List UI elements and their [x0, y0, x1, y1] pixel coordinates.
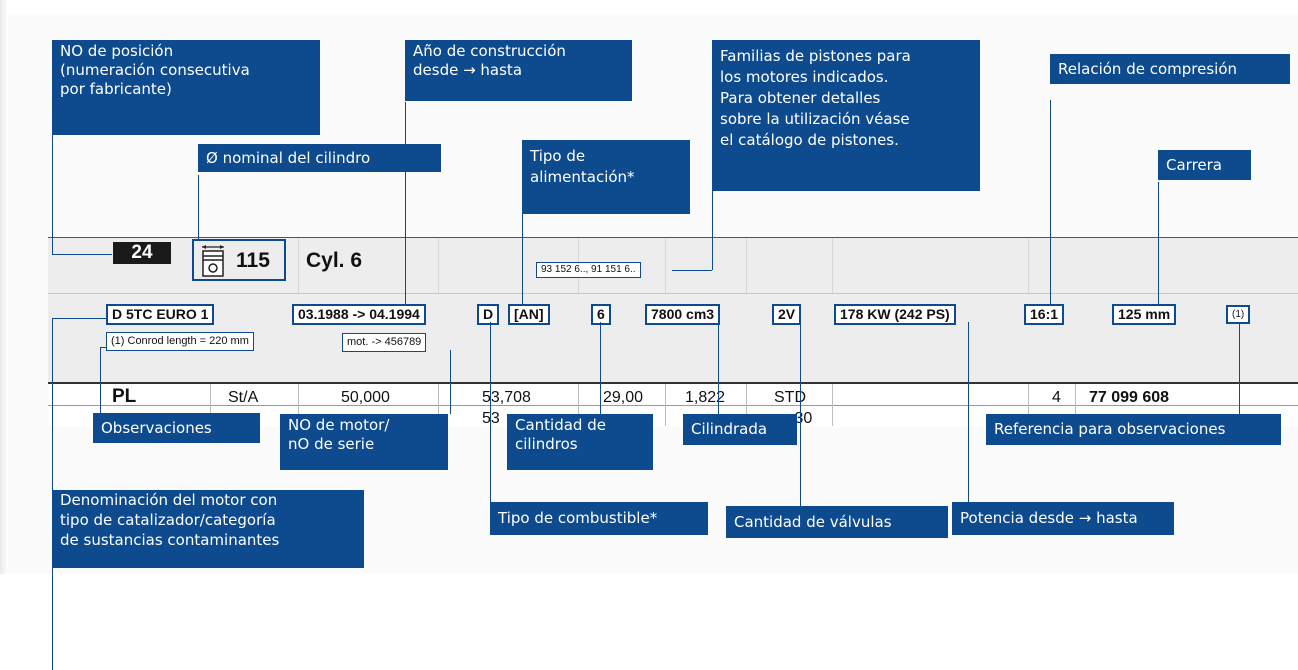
leader-line	[52, 254, 112, 255]
leader-line	[450, 350, 451, 414]
obs-ref-field: (1)	[1226, 305, 1251, 324]
leader-line	[1050, 100, 1051, 305]
compression-field: 16:1	[1024, 304, 1065, 325]
row-col2: 53,708	[482, 389, 531, 406]
band-col-sep	[665, 238, 666, 293]
leader-line	[968, 322, 969, 505]
leader-line	[198, 175, 199, 239]
label-line: Cantidad de	[515, 416, 606, 434]
col-sep	[746, 384, 747, 426]
row-col1: 50,000	[341, 389, 390, 406]
label-construction-year: Año de construcción desde → hasta	[405, 40, 632, 101]
leader-line	[100, 347, 101, 413]
band-divider	[48, 293, 1298, 294]
band-col-sep	[832, 238, 833, 293]
label-line: (numeración consecutiva	[60, 61, 250, 79]
label-line: tipo de catalizador/categoría	[60, 511, 276, 529]
label-line: el catálogo de pistones.	[720, 131, 899, 149]
data-row-mid-rule	[48, 405, 1298, 406]
label-line: Denominación del motor con	[60, 491, 278, 509]
band-col-sep	[438, 238, 439, 293]
band-col-sep	[746, 238, 747, 293]
leader-line	[52, 134, 53, 254]
label-line: los motores indicados.	[720, 68, 889, 86]
cylinder-icon	[202, 245, 224, 277]
row-col4: 1,822	[685, 389, 726, 406]
power-field: 178 KW (242 PS)	[834, 304, 956, 325]
leader-line	[712, 186, 713, 270]
label-line: NO de posición	[60, 42, 174, 60]
label-line: cilindros	[515, 435, 578, 453]
col-sep	[1028, 384, 1029, 426]
leader-line	[718, 322, 719, 414]
bore-value: 115	[236, 249, 270, 272]
leader-line	[100, 347, 107, 348]
label-power: Potencia desde → hasta	[952, 502, 1174, 535]
label-line: alimentación*	[530, 168, 635, 186]
label-line: por fabricante)	[60, 80, 172, 98]
col-sep	[578, 384, 579, 426]
col-sep	[210, 384, 211, 426]
engine-designation-field: D 5TC EURO 1	[106, 304, 215, 325]
leader-line	[1158, 182, 1159, 305]
label-engine-number: NO de motor/ nO de serie	[280, 414, 448, 470]
feed-field: [AN]	[508, 304, 550, 325]
bore-field: 115	[192, 239, 286, 281]
label-line: de sustancias contaminantes	[60, 531, 280, 549]
leader-line	[490, 322, 491, 505]
leader-line	[672, 270, 712, 271]
label-valve-count: Cantidad de válvulas	[726, 506, 948, 538]
label-nominal-diameter: Ø nominal del cilindro	[198, 144, 441, 172]
valves-field: 2V	[772, 304, 802, 325]
displacement-field: 7800 cm3	[645, 304, 721, 325]
row-material: St/A	[228, 389, 259, 406]
col-sep	[438, 384, 439, 426]
row-reference: 77 099 608	[1089, 389, 1170, 406]
label-line: NO de motor/	[288, 416, 390, 434]
leader-line	[1239, 322, 1240, 414]
leader-line	[522, 212, 523, 305]
row-code: PL	[112, 386, 137, 407]
leader-line	[405, 102, 406, 305]
years-field: 03.1988 -> 04.1994	[292, 304, 426, 325]
label-feed-type: Tipo de alimentación*	[522, 140, 690, 214]
label-displacement: Cilindrada	[683, 414, 797, 445]
band-col-sep	[1028, 238, 1029, 293]
label-line: Familias de pistones para	[720, 47, 911, 65]
label-stroke: Carrera	[1158, 150, 1251, 180]
engine-number-box: mot. -> 456789	[342, 333, 427, 352]
fuel-field: D	[477, 304, 500, 325]
label-observations: Observaciones	[93, 413, 260, 443]
row-col5: STD	[774, 389, 806, 406]
leader-line	[52, 318, 107, 319]
col-sep	[832, 384, 833, 426]
row-qty: 4	[1052, 389, 1061, 406]
col-sep	[298, 384, 299, 426]
label-line: sobre la utilización véase	[720, 110, 910, 128]
label-compression-ratio: Relación de compresión	[1050, 54, 1290, 84]
row-col3: 29,00	[603, 389, 644, 406]
label-cylinder-count: Cantidad de cilindros	[507, 414, 653, 470]
label-line: nO de serie	[288, 435, 375, 453]
col-sep	[665, 384, 666, 426]
band-col-sep	[298, 238, 299, 293]
label-piston-families: Familias de pistones para los motores in…	[712, 40, 980, 191]
label-position-number: NO de posición (numeración consecutiva p…	[52, 40, 320, 135]
data-row-top-rule	[48, 382, 1298, 384]
label-line: Tipo de	[530, 147, 586, 165]
cylinders-title: Cyl. 6	[306, 249, 363, 272]
label-observation-reference: Referencia para observaciones	[986, 414, 1281, 445]
col-sep	[1075, 384, 1076, 426]
label-line: Año de construcción	[413, 42, 566, 60]
piston-families-box: 93 152 6.., 91 151 6..	[536, 262, 641, 278]
label-line: desde → hasta	[413, 61, 523, 79]
leader-line	[600, 322, 601, 414]
conrod-note-box: (1) Conrod length = 220 mm	[106, 332, 254, 351]
position-number: 24	[113, 242, 171, 264]
label-engine-designation: Denominación del motor con tipo de catal…	[52, 490, 364, 568]
stroke-field: 125 mm	[1112, 304, 1177, 325]
leader-line	[800, 322, 801, 510]
label-fuel-type: Tipo de combustible*	[490, 502, 708, 535]
label-line: Para obtener detalles	[720, 89, 881, 107]
